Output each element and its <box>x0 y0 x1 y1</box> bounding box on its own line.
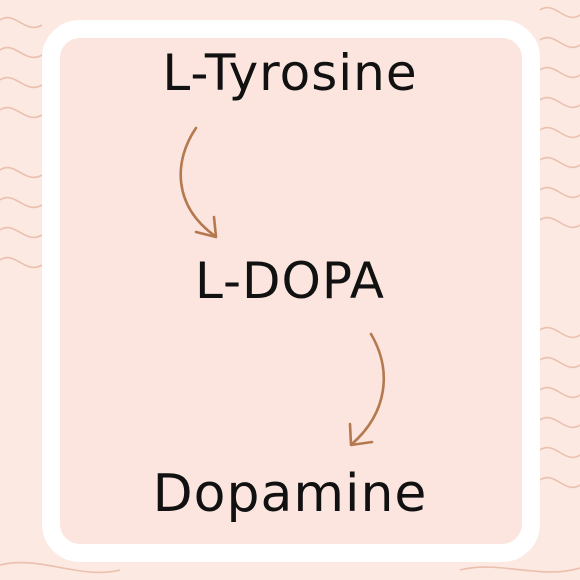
step-l-dopa: L-DOPA <box>194 252 386 310</box>
step-l-tyrosine: L-Tyrosine <box>162 44 418 102</box>
diagram-card <box>42 20 540 562</box>
step-dopamine: Dopamine <box>152 464 428 524</box>
